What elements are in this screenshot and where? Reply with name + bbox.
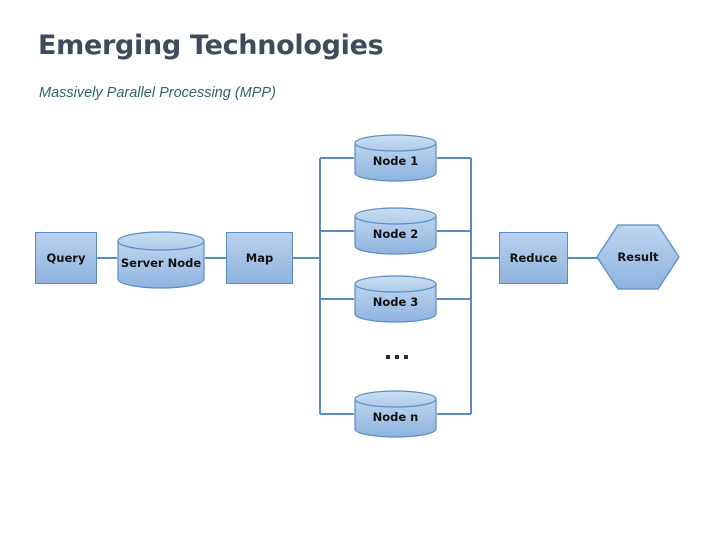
shape-query[interactable]: Query [35, 232, 97, 284]
ellipsis-dot [386, 355, 390, 359]
shape-node-2[interactable]: Node 2 [354, 207, 437, 255]
shape-node-3[interactable]: Node 3 [354, 275, 437, 323]
shape-node-n-label: Node n [372, 410, 419, 425]
cylinder-icon [117, 231, 205, 289]
shape-map[interactable]: Map [226, 232, 293, 284]
shape-node-1[interactable]: Node 1 [354, 134, 437, 182]
shape-query-label: Query [46, 250, 86, 265]
page-title: Emerging Technologies [38, 30, 384, 61]
shape-result-label: Result [617, 249, 659, 264]
cylinder-icon [354, 134, 437, 182]
ellipsis-dot [395, 355, 399, 359]
shape-node-1-label: Node 1 [372, 154, 419, 169]
page-subtitle: Massively Parallel Processing (MPP) [39, 85, 276, 101]
cylinder-icon [354, 275, 437, 323]
shape-reduce[interactable]: Reduce [499, 232, 568, 284]
ellipsis-dot [404, 355, 408, 359]
shape-node-3-label: Node 3 [372, 295, 419, 310]
cylinder-icon [354, 390, 437, 438]
shape-node-2-label: Node 2 [372, 227, 419, 242]
shape-map-label: Map [245, 250, 274, 265]
ellipsis-indicator [386, 355, 408, 359]
shape-server-node[interactable]: Server Node [117, 231, 205, 289]
hexagon-icon [596, 224, 680, 290]
shape-node-n[interactable]: Node n [354, 390, 437, 438]
cylinder-icon [354, 207, 437, 255]
shape-server-node-label: Server Node [120, 256, 202, 271]
shape-reduce-label: Reduce [509, 250, 558, 265]
shape-result[interactable]: Result [596, 224, 680, 290]
